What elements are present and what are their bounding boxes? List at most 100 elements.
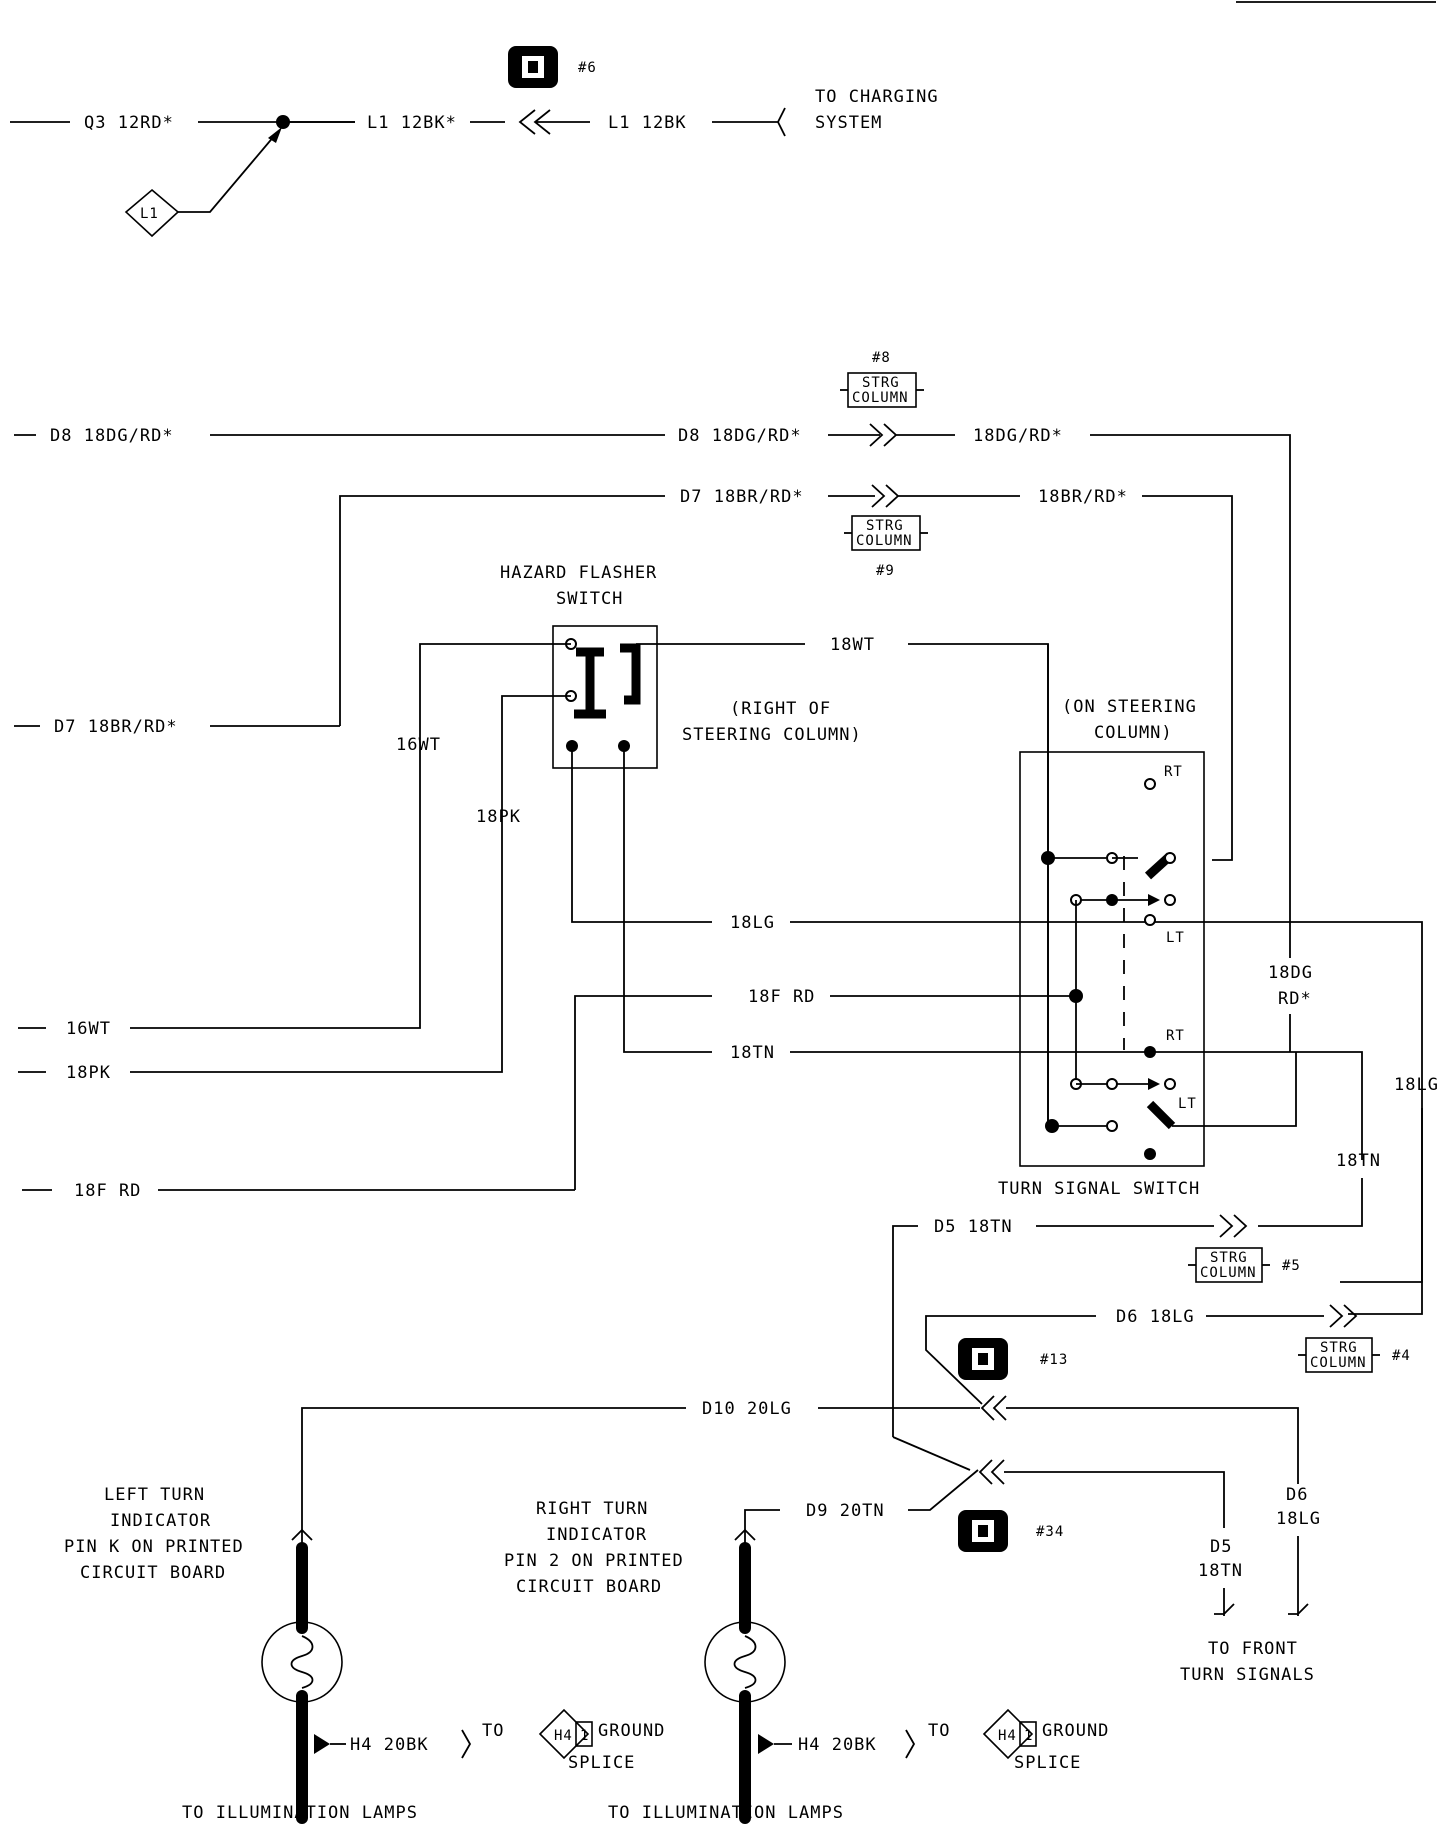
column-label: COLUMN xyxy=(1200,1265,1257,1281)
wire-18pk-label: 18PK xyxy=(476,807,521,827)
rt-label-bottom: RT xyxy=(1166,1028,1185,1044)
charging-feed-section: Q3 12RD* L1 12BK* L1 12BK TO CHARGING SY… xyxy=(10,46,939,238)
connector-6-number: #6 xyxy=(578,60,597,76)
wire-rd-star-label: RD* xyxy=(1278,989,1312,1009)
connector-34-number: #34 xyxy=(1036,1524,1064,1540)
wire-d9-label: D9 20TN xyxy=(806,1501,885,1521)
left-turn-indicator: LEFT TURN INDICATOR PIN K ON PRINTED CIR… xyxy=(64,1485,472,1824)
wire-16wt-label: 16WT xyxy=(396,735,441,755)
left-18frd-label: 18F RD xyxy=(74,1181,141,1201)
hazard-location-line2: STEERING COLUMN) xyxy=(682,725,862,745)
wire-18tn-label: 18TN xyxy=(730,1043,775,1063)
ground-to-label: TO xyxy=(482,1721,504,1741)
splice-pin-label: 1 xyxy=(580,1728,589,1744)
column-label: COLUMN xyxy=(856,533,913,549)
wire-d6-label: D6 18LG xyxy=(1116,1307,1195,1327)
strg-column-5-number: #5 xyxy=(1282,1258,1301,1274)
ground-to-label-2: TO xyxy=(928,1721,950,1741)
wire-18dg-label: 18DG xyxy=(1268,963,1313,983)
wire-d5-vert-1: D5 xyxy=(1210,1537,1232,1557)
wire-d8-mid-label: D8 18DG/RD* xyxy=(678,426,802,446)
arrow-head-icon xyxy=(268,127,282,143)
illum-left-label: TO ILLUMINATION LAMPS xyxy=(182,1803,418,1823)
hazard-title-line2: SWITCH xyxy=(556,589,623,609)
wire-q3-label: Q3 12RD* xyxy=(84,113,174,133)
illum-right-label: TO ILLUMINATION LAMPS xyxy=(608,1803,844,1823)
hazard-wiring: 16WT 18PK 18WT 18LG 18TN 18F RD xyxy=(130,635,1423,1283)
ground-splice-right: TO H4 1 GROUND SPLICE xyxy=(928,1708,1109,1773)
to-charging-label: TO CHARGING xyxy=(815,87,939,107)
turn-switch-location-line2: COLUMN) xyxy=(1094,723,1173,743)
wire-d5-vert-2: 18TN xyxy=(1198,1561,1243,1581)
turn-signals-label: TURN SIGNALS xyxy=(1180,1665,1315,1685)
strg-label: STRG xyxy=(1320,1340,1358,1356)
ground-splice-label-2: SPLICE xyxy=(1014,1753,1081,1773)
right-ind-line2: INDICATOR xyxy=(546,1525,647,1545)
wire-h4-left-label: H4 20BK xyxy=(350,1735,429,1755)
hazard-flasher-switch: HAZARD FLASHER SWITCH (RIGHT OF STEERING… xyxy=(500,563,862,769)
rt-label-top: RT xyxy=(1164,764,1183,780)
right-ind-line1: RIGHT TURN xyxy=(536,1499,648,1519)
lt-label-top: LT xyxy=(1166,930,1185,946)
system-label: SYSTEM xyxy=(815,113,882,133)
ground-splice-left: TO H4 1 GROUND SPLICE xyxy=(482,1708,665,1773)
wire-d6-vert-2: 18LG xyxy=(1276,1509,1321,1529)
wire-18lg-label: 18LG xyxy=(730,913,775,933)
ground-label-2: GROUND xyxy=(1042,1721,1109,1741)
turn-switch-title: TURN SIGNAL SWITCH xyxy=(998,1179,1200,1199)
strg-column-9-number: #9 xyxy=(876,563,895,579)
turn-switch-location-line1: (ON STEERING xyxy=(1062,697,1197,717)
to-front-label: TO FRONT xyxy=(1208,1639,1298,1659)
wire-d7-left-label: D7 18BR/RD* xyxy=(54,717,178,737)
lower-harness-section: D5 18TN STRG COLUMN #5 D6 18LG STRG COLU… xyxy=(301,1214,1411,1685)
splice-h4-label-2: H4 xyxy=(998,1728,1017,1744)
strg-column-4-number: #4 xyxy=(1392,1348,1411,1364)
strg-label: STRG xyxy=(1210,1250,1248,1266)
hazard-title-line1: HAZARD FLASHER xyxy=(500,563,657,583)
strg-column-8-connector: STRG COLUMN xyxy=(840,372,924,408)
d8-d7-section: D8 18DG/RD* D8 18DG/RD* 18DG/RD* STRG CO… xyxy=(14,350,1291,958)
connector-13-icon xyxy=(958,1338,1008,1380)
left-ind-line4: CIRCUIT BOARD xyxy=(80,1563,226,1583)
left-ind-line1: LEFT TURN xyxy=(104,1485,205,1505)
right-ind-line3: PIN 2 ON PRINTED xyxy=(504,1551,684,1571)
strg-label: STRG xyxy=(862,375,900,391)
column-label: COLUMN xyxy=(1310,1355,1367,1371)
wire-18frd-label: 18F RD xyxy=(748,987,815,1007)
wire-d10-label: D10 20LG xyxy=(702,1399,792,1419)
splice-dot xyxy=(276,115,290,129)
ground-splice-label: SPLICE xyxy=(568,1753,635,1773)
wire-l1-label: L1 12BK xyxy=(608,113,687,133)
connector-34-icon xyxy=(958,1510,1008,1552)
column-label: COLUMN xyxy=(852,390,909,406)
left-wire-labels: 16WT 18PK 18F RD xyxy=(18,1019,575,1201)
splice-h4-diamond xyxy=(982,1708,1034,1760)
left-18pk-label: 18PK xyxy=(66,1063,111,1083)
wire-d8-right-label: 18DG/RD* xyxy=(973,426,1063,446)
left-ind-line3: PIN K ON PRINTED xyxy=(64,1537,244,1557)
splice-h4-diamond xyxy=(538,1708,590,1760)
ground-label: GROUND xyxy=(598,1721,665,1741)
turn-signal-switch: (ON STEERING COLUMN) RT LT RT LT xyxy=(998,644,1297,1199)
strg-column-4-connector: STRG COLUMN xyxy=(1298,1337,1380,1373)
strg-column-9-connector: STRG COLUMN xyxy=(844,515,928,551)
connector-6-icon xyxy=(508,46,558,88)
wire-18tn-right-label: 18TN xyxy=(1336,1151,1381,1171)
wire-h4-right-label: H4 20BK xyxy=(798,1735,877,1755)
wire-l1-star-label: L1 12BK* xyxy=(367,113,457,133)
wire-d6-vert-1: D6 xyxy=(1286,1485,1308,1505)
splice-pin-label-2: 1 xyxy=(1024,1728,1033,1744)
left-16wt-label: 16WT xyxy=(66,1019,111,1039)
left-ind-line2: INDICATOR xyxy=(110,1511,211,1531)
wire-d5-label: D5 18TN xyxy=(934,1217,1013,1237)
wire-d7-right-label: 18BR/RD* xyxy=(1038,487,1128,507)
hazard-location-line1: (RIGHT OF xyxy=(730,699,831,719)
connector-13-number: #13 xyxy=(1040,1352,1068,1368)
wire-18lg-right-label: 18LG xyxy=(1394,1075,1439,1095)
splice-l1-label: L1 xyxy=(140,206,159,222)
wire-18wt-label: 18WT xyxy=(830,635,875,655)
right-turn-indicator: RIGHT TURN INDICATOR PIN 2 ON PRINTED CI… xyxy=(504,1499,916,1824)
strg-label: STRG xyxy=(866,518,904,534)
strg-column-5-connector: STRG COLUMN xyxy=(1188,1247,1270,1283)
